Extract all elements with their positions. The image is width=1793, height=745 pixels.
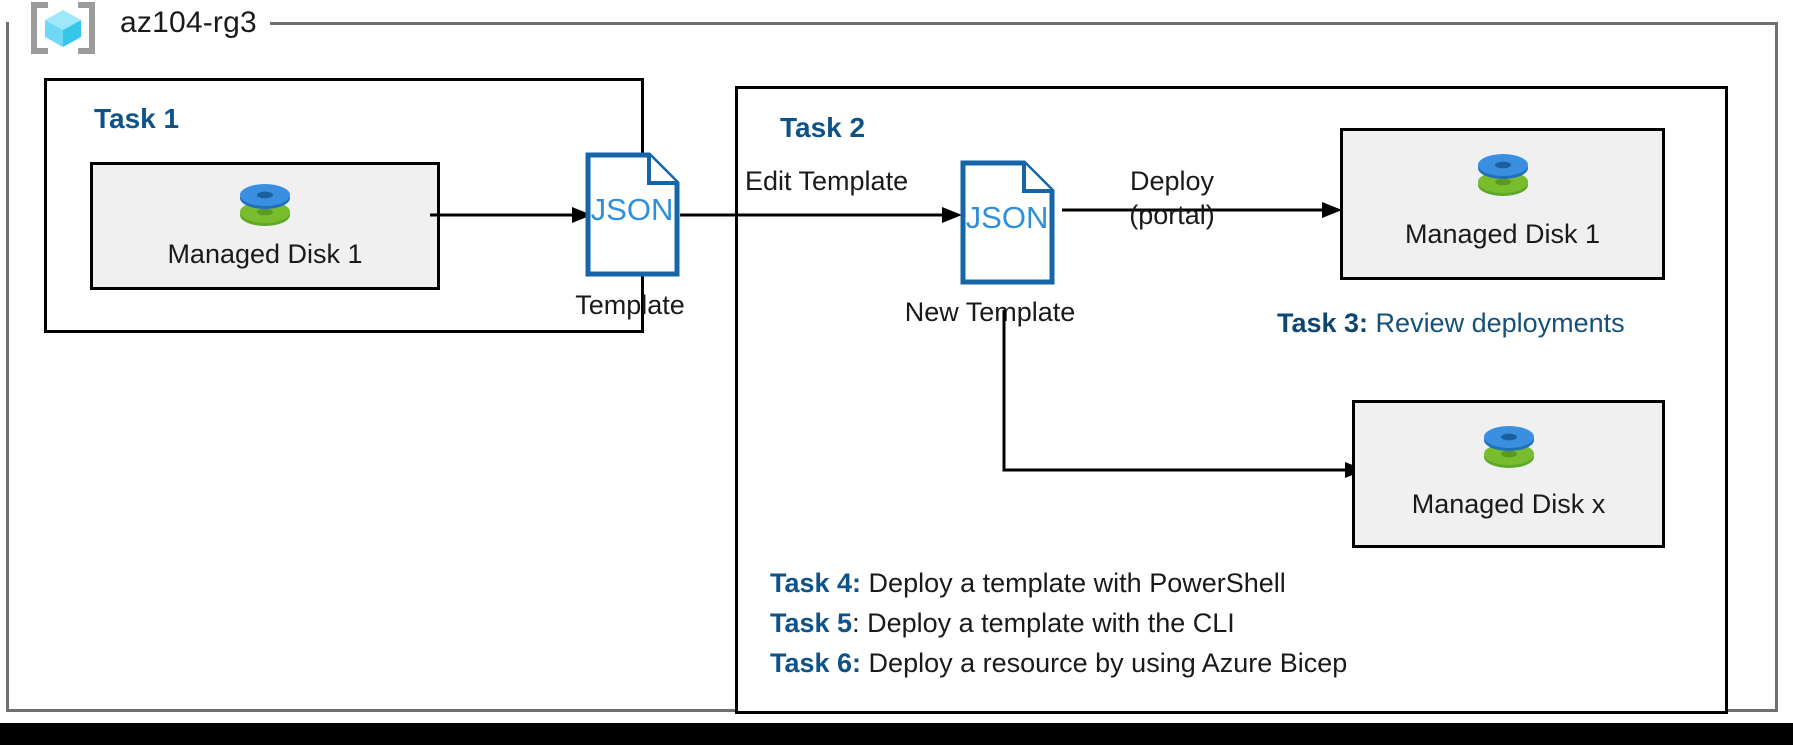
arrow-deploy-portal [1062,202,1342,218]
task-1-heading: Task 1 [94,103,180,134]
managed-disk-x-box[interactable]: Managed Disk x [1352,400,1665,548]
arrow-disk1-to-template [430,207,592,223]
managed-disk-icon [234,173,296,240]
task-6-note-value: Deploy a resource by using Azure Bicep [861,648,1348,678]
deployed-managed-disk-1-label: Managed Disk 1 [1404,219,1601,249]
resource-group-frame-top-edge [270,22,1778,25]
svg-text:JSON: JSON [966,200,1049,235]
resource-group-title: az104-rg3 [120,6,257,39]
managed-disk-1-label: Managed Disk 1 [167,239,363,269]
task-5-note-key: Task 5 [770,608,853,638]
arrow-new-template-to-managed-disk-x [1002,310,1365,478]
svg-text:JSON: JSON [591,192,674,227]
new-template-caption: New Template [904,297,1076,327]
deployed-managed-disk-1-box[interactable]: Managed Disk 1 [1340,128,1665,280]
managed-disk-x-label: Managed Disk x [1411,489,1606,519]
managed-disk-icon [1478,415,1540,482]
managed-disk-icon [1472,143,1534,210]
template-caption: Template [575,290,685,320]
task-5-note: Task 5: Deploy a template with the CLI [770,608,1235,639]
task-3-note-value: Review deployments [1368,308,1625,338]
deploy-label: Deploy [1129,166,1215,196]
task-4-note: Task 4: Deploy a template with PowerShel… [770,568,1286,599]
edit-template-label: Edit Template [745,166,909,196]
task-3-note-key: Task 3: [1277,308,1369,338]
task-5-note-value: : Deploy a template with the CLI [852,608,1235,638]
task-3-note: Task 3: Review deployments [1277,308,1625,339]
task-4-note-key: Task 4: [770,568,862,598]
task-2-heading: Task 2 [780,112,866,143]
managed-disk-1-box[interactable]: Managed Disk 1 [90,162,440,290]
portal-label: (portal) [1129,200,1215,230]
json-file-icon-template[interactable]: JSON [585,152,680,282]
azure-resource-group-cube-icon [28,2,98,54]
task-4-note-value: Deploy a template with PowerShell [861,568,1286,598]
task-6-note: Task 6: Deploy a resource by using Azure… [770,648,1347,679]
json-file-icon-new-template[interactable]: JSON [960,160,1055,290]
arrow-edit-template [680,207,962,223]
task-6-note-key: Task 6: [770,648,862,678]
bottom-black-bar [0,723,1793,745]
